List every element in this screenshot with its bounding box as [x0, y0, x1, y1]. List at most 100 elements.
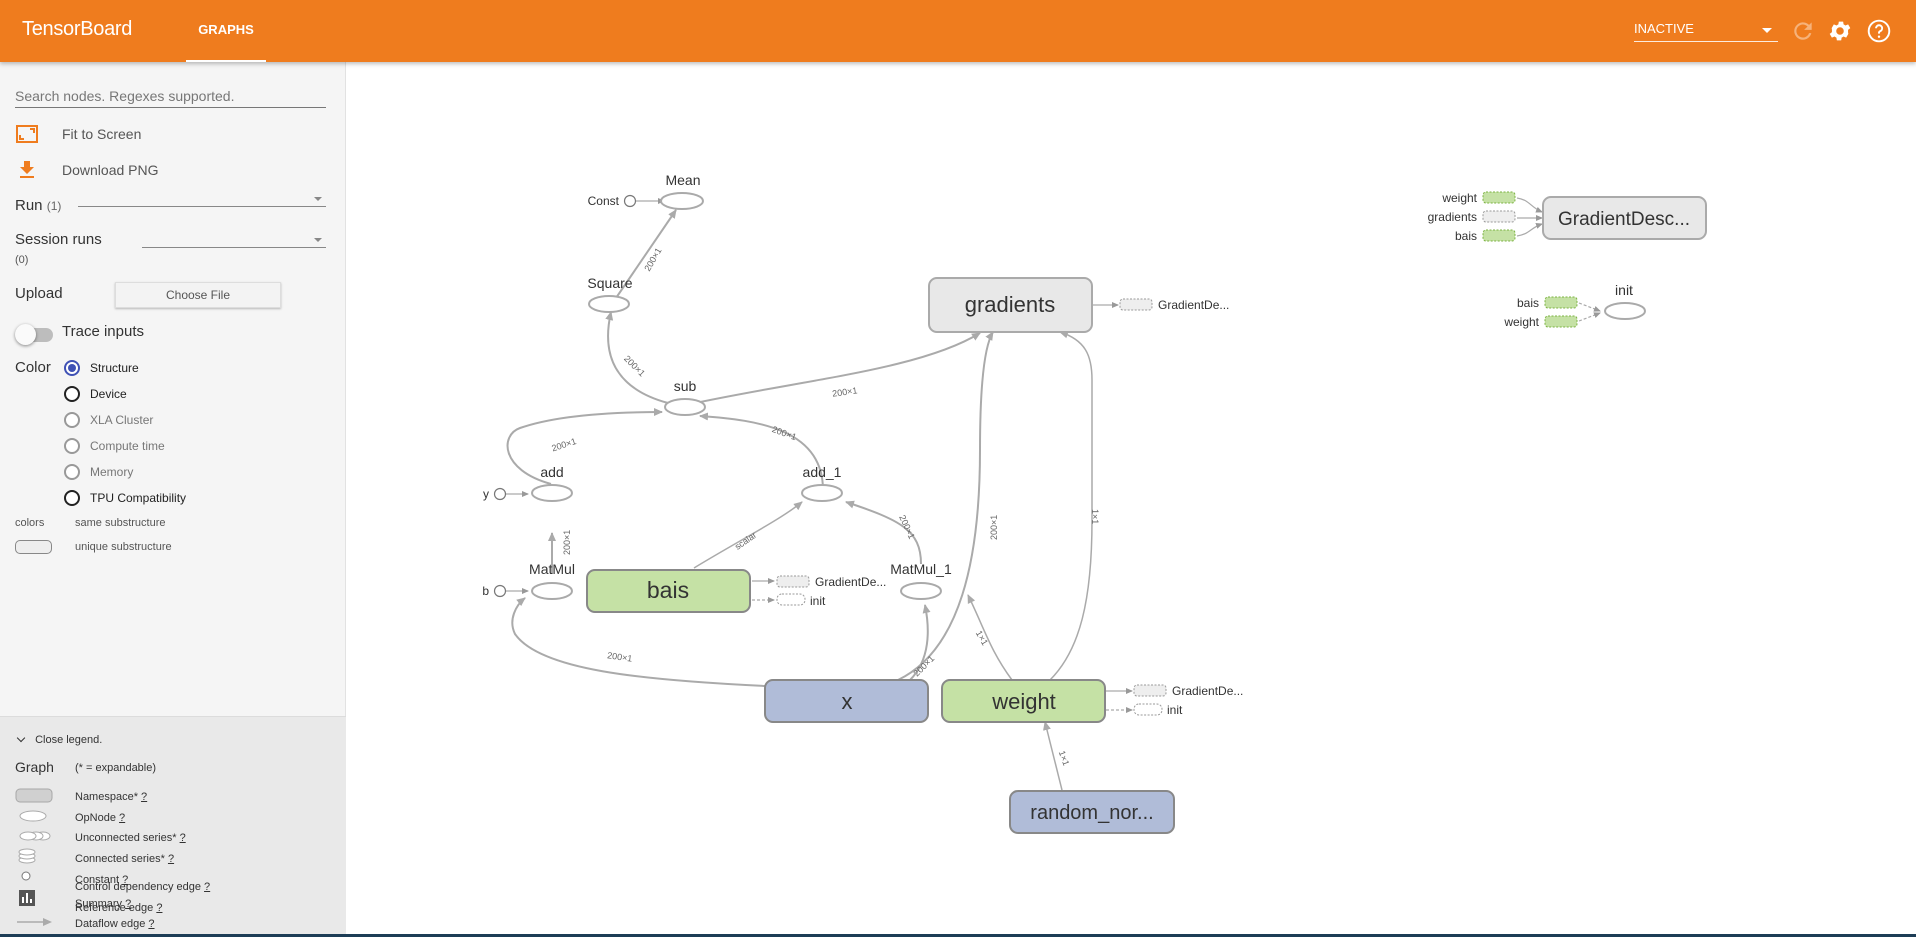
edge-x-matmul1 [909, 604, 931, 681]
choose-file-button[interactable]: Choose File [115, 282, 281, 308]
opnode-icon [19, 810, 47, 822]
node-label-square: Square [587, 275, 632, 291]
attach-label-gradient-de: GradientDe... [1158, 298, 1229, 312]
node-weight [941, 679, 1106, 723]
search-input[interactable]: Search nodes. Regexes supported. [15, 88, 326, 108]
tab-graphs-label: GRAPHS [198, 22, 254, 37]
legend-help-link[interactable]: ? [125, 898, 132, 910]
edge-weight-initnode [1578, 312, 1601, 322]
radio-memory-label: Memory [90, 465, 134, 479]
legend-reference-edge-label: Reference edge [75, 902, 154, 914]
radio-tpu-compatibility-label: TPU Compatibility [90, 491, 187, 505]
radio-xla-cluster-label: XLA Cluster [90, 413, 154, 427]
radio-structure[interactable] [64, 360, 80, 376]
same-substructure-label: same substructure [75, 517, 166, 529]
refresh-icon[interactable] [1790, 18, 1816, 44]
attach-label-bais: bais [1517, 296, 1539, 310]
legend-namespace-label: Namespace* [75, 791, 138, 803]
attach-bais-init-in [1544, 296, 1578, 309]
legend-icons [15, 788, 53, 926]
trace-inputs-toggle-knob[interactable] [15, 324, 36, 345]
legend-opnode-label: OpNode [75, 812, 116, 824]
legend-graph-title: Graph [15, 759, 54, 775]
legend-help-link[interactable]: ? [119, 812, 126, 824]
radio-device[interactable] [64, 386, 80, 402]
graph-canvas[interactable]: 200×1 200×1 200×1 200×1 200×1 200×1 scal… [347, 62, 1916, 937]
legend-help-link[interactable]: ? [204, 881, 211, 893]
attach-label-gradient-de: GradientDe... [1172, 684, 1243, 698]
run-dropdown[interactable] [78, 189, 326, 207]
node-label-bais: bais [647, 577, 689, 603]
upload-label: Upload [15, 285, 63, 302]
legend-unconnected-series: Unconnected series* ? [75, 832, 186, 844]
radio-device-label: Device [90, 387, 127, 401]
radio-tpu-compatibility[interactable] [64, 490, 80, 506]
gear-icon[interactable] [1827, 18, 1853, 44]
node-label-mean: Mean [665, 172, 700, 188]
legend-help-link[interactable]: ? [179, 832, 186, 844]
legend-constant-label: Constant [75, 874, 120, 886]
edge-weight-gdnode [1516, 197, 1543, 213]
attach-bais-in [1482, 229, 1516, 242]
legend-help-link[interactable]: ? [141, 791, 148, 803]
op-nodes [493, 192, 1646, 600]
attach-label-gradients: gradients [1428, 210, 1477, 224]
node-const [623, 194, 637, 208]
node-x [764, 679, 929, 723]
legend-help-link[interactable]: ? [122, 874, 129, 886]
legend-help-link[interactable]: ? [167, 853, 175, 865]
close-legend-button[interactable]: Close legend. [16, 733, 103, 746]
edge-label-200x1: 200×1 [771, 424, 798, 442]
radio-xla-cluster[interactable] [64, 412, 80, 428]
active-tab-indicator [186, 60, 266, 62]
node-add [531, 484, 573, 502]
node-matmul [531, 582, 573, 600]
graph-svg[interactable]: 200×1 200×1 200×1 200×1 200×1 200×1 scal… [347, 62, 1916, 937]
edge-label-200x1: 200×1 [622, 354, 647, 379]
attachment-nodes [776, 191, 1578, 716]
plugin-selector[interactable]: INACTIVE [1634, 18, 1778, 42]
color-label: Color [15, 359, 51, 376]
search-placeholder: Search nodes. Regexes supported. [15, 88, 235, 104]
legend-help-link[interactable]: ? [148, 918, 155, 930]
attachment-labels: GradientDe... GradientDe... init Gradien… [810, 298, 1243, 717]
node-label-init: init [1615, 282, 1633, 298]
legend-constant: Constant ? [75, 874, 128, 886]
legend-connected-series-label: Connected series* [75, 853, 165, 865]
legend-namespace: Namespace* ? [75, 791, 147, 803]
node-add-1 [801, 484, 843, 502]
attach-gradients-in [1482, 210, 1516, 223]
radio-memory[interactable] [64, 464, 80, 480]
attach-bais-gd [776, 575, 810, 588]
attach-label-weight: weight [1441, 191, 1477, 205]
node-sub [664, 398, 706, 416]
edge-label-200x1: 200×1 [607, 650, 633, 663]
edge-matmul1-add1 [845, 500, 922, 565]
close-legend-label: Close legend. [35, 734, 103, 746]
session-runs-dropdown[interactable] [142, 230, 326, 248]
tab-graphs[interactable]: GRAPHS [186, 0, 266, 62]
edge-label-200x1: 200×1 [562, 530, 572, 555]
legend-dataflow-edge: Dataflow edge ? [75, 918, 155, 930]
legend-control-dependency-edge: Control dependency edge ? [75, 881, 210, 893]
edge-label-1x1: 1×1 [1057, 749, 1072, 767]
run-count: (1) [46, 199, 62, 213]
radio-compute-time[interactable] [64, 438, 80, 454]
node-label-b: b [482, 584, 489, 598]
edge-x-gradients [897, 331, 994, 681]
edge-weight-gradients [1049, 330, 1093, 681]
fit-screen-icon [16, 125, 38, 143]
legend-summary-label: Summary [75, 898, 123, 910]
chevron-down-icon [314, 197, 322, 201]
legend-summary: Summary ? [75, 898, 131, 910]
node-mean [660, 192, 704, 210]
node-label-matmul-1: MatMul_1 [890, 561, 952, 577]
attach-label-weight: weight [1503, 315, 1539, 329]
attach-weight-gd [1133, 684, 1167, 697]
help-icon[interactable] [1866, 18, 1892, 44]
node-b [493, 584, 507, 598]
edge-label-200x1: 200×1 [989, 515, 999, 540]
legend-help-link[interactable]: ? [156, 902, 163, 914]
namespace-icon [15, 788, 53, 803]
